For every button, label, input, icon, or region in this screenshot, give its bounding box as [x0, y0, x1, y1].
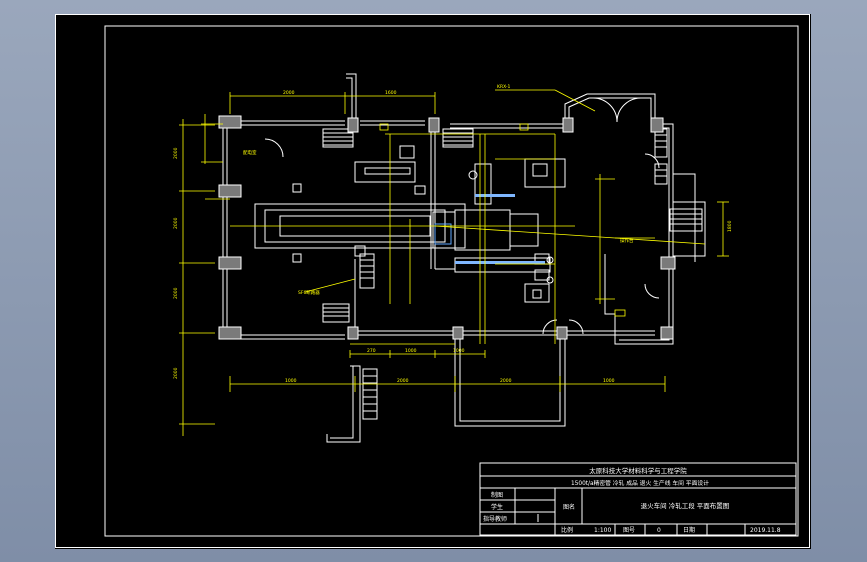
dim-top-1: 1600 — [385, 90, 397, 96]
dim-left-3: 2000 — [173, 367, 179, 379]
title-block-text: 太原科技大学材料科学与工程学院 1500t/a精密管 冷轧 成品 退火 生产线 … — [483, 466, 781, 534]
dim-top-0: 2000 — [283, 90, 295, 96]
dim-mid-2: 1000 — [453, 348, 465, 354]
project-name: 1500t/a精密管 冷轧 成品 退火 生产线 车间 平面设计 — [571, 479, 709, 487]
dim-bottom-1: 2000 — [397, 378, 409, 384]
dim-right: 1800 — [727, 220, 733, 232]
title-block — [479, 462, 797, 536]
dim-bottom-3: 1000 — [603, 378, 615, 384]
date-value: 2019.11.8 — [750, 527, 781, 534]
row-label-2: 指导教师 — [483, 515, 507, 523]
dim-mid-0: 270 — [367, 348, 376, 354]
machine-accents — [434, 194, 545, 264]
dim-left-2: 2000 — [173, 287, 179, 299]
sheet-value: 0 — [657, 527, 661, 534]
dim-bottom-0: 1000 — [285, 378, 297, 384]
sheet-label: 图号 — [623, 527, 635, 534]
row-label-0: 制图 — [491, 491, 503, 499]
dim-mid-1: 1000 — [405, 348, 417, 354]
scale-value: 1:100 — [594, 527, 611, 534]
label-2: SF6断路器 — [298, 289, 320, 296]
outer-frame — [55, 14, 810, 548]
drawing-title: 退火车间 冷轧工段 平面布置图 — [641, 501, 730, 510]
structural-columns — [218, 115, 676, 340]
date-label: 日期 — [683, 526, 695, 534]
university-name: 太原科技大学材料科学与工程学院 — [589, 466, 687, 475]
floor-plan-drawing: 2000 1600 2000 2000 2000 2000 1000 2000 … — [55, 14, 810, 548]
dim-left-0: 2000 — [173, 147, 179, 159]
inner-frame — [104, 25, 799, 537]
name-label: 图名 — [563, 503, 575, 511]
label-0: 配电室 — [243, 149, 257, 156]
stairs — [322, 128, 703, 420]
drawing-sheet: 2000 1600 2000 2000 2000 2000 1000 2000 … — [55, 14, 811, 549]
dim-left-1: 2000 — [173, 217, 179, 229]
dimension-texts: 2000 1600 2000 2000 2000 2000 1000 2000 … — [173, 84, 733, 384]
dimension-lines — [179, 89, 729, 436]
dim-bottom-2: 2000 — [500, 378, 512, 384]
label-1: KRX-1 — [497, 84, 511, 90]
row-label-1: 学生 — [491, 503, 503, 511]
label-3: 操作台 — [620, 237, 634, 244]
scale-label: 比例 — [561, 526, 573, 534]
